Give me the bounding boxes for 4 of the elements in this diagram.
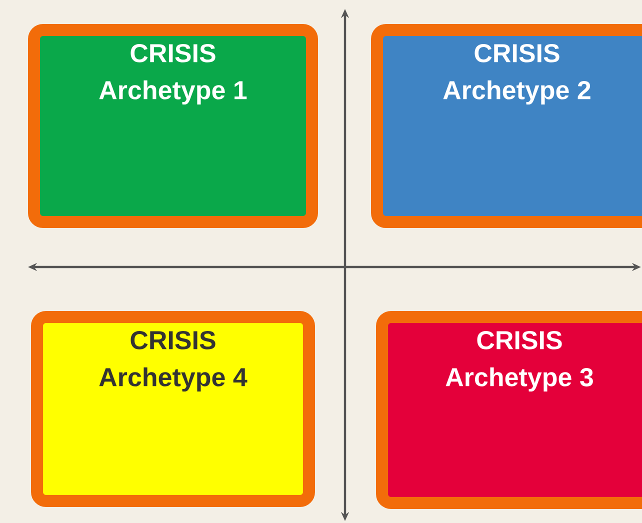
- quadrant-box: CRISIS Archetype 4: [31, 311, 315, 507]
- quadrant-box: CRISIS Archetype 3: [376, 311, 642, 509]
- quadrant-box: CRISIS Archetype 2: [371, 24, 642, 228]
- quadrant-box: CRISIS Archetype 1: [28, 24, 318, 228]
